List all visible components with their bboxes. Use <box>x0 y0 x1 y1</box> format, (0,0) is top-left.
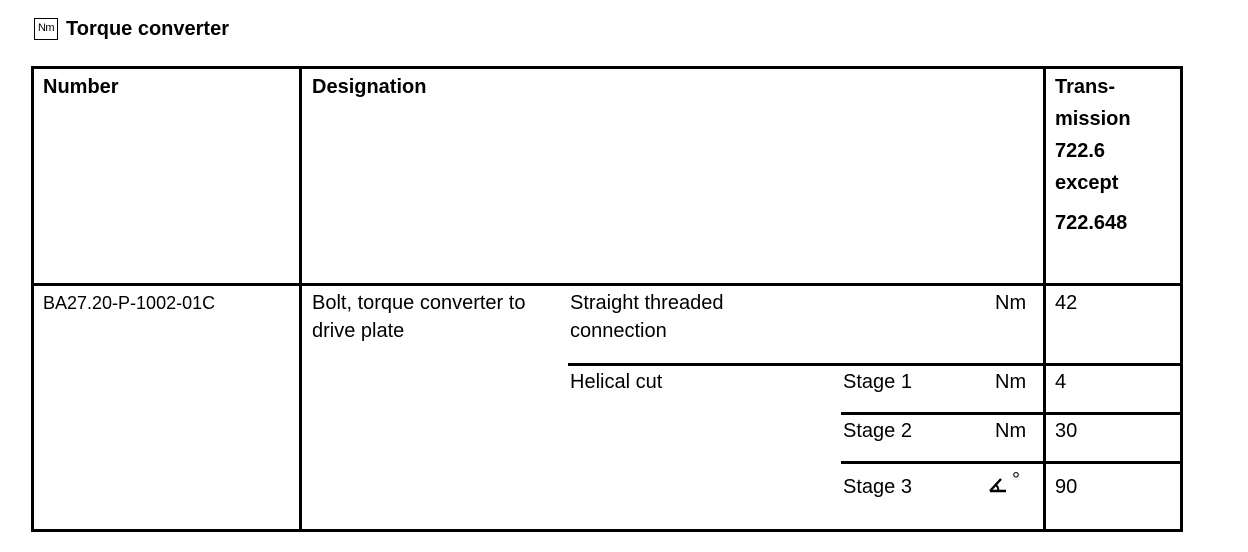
part-number: BA27.20-P-1002-01C <box>43 293 216 313</box>
item-unit: Nm <box>995 292 1027 314</box>
header-number: Number <box>43 76 119 98</box>
row-divider <box>568 363 1180 366</box>
item-value: 4 <box>1055 371 1067 393</box>
item-unit: Nm <box>995 420 1027 442</box>
page-title: Torque converter <box>66 17 229 40</box>
header-transmission-line: mission <box>1055 108 1131 130</box>
item-stage: Stage 1 <box>843 371 912 393</box>
header-divider <box>34 283 1180 286</box>
item-stage: Stage 2 <box>843 420 912 442</box>
header-transmission: Trans- mission 722.6 except 722.648 <box>1055 71 1175 239</box>
header-transmission-line: 722.648 <box>1055 212 1128 234</box>
column-divider <box>1043 69 1046 529</box>
item-value: 42 <box>1055 292 1078 314</box>
designation-text: Bolt, torque converter to drive plate <box>312 292 526 342</box>
item-stage: Stage 3 <box>843 476 912 498</box>
torque-table: Number Designation Trans- mission 722.6 … <box>31 66 1183 532</box>
angle-icon <box>989 478 1006 493</box>
item-unit: Nm <box>995 371 1027 393</box>
row-divider <box>841 412 1180 415</box>
degree-symbol: ° <box>1012 469 1020 491</box>
header-designation: Designation <box>312 76 427 98</box>
item-type: Straight threaded connection <box>570 292 724 342</box>
header-transmission-line: 722.6 <box>1055 140 1106 162</box>
item-value: 90 <box>1055 476 1078 498</box>
section-title: Nm Torque converter <box>34 14 229 44</box>
torque-nm-icon: Nm <box>34 18 58 40</box>
row-divider <box>841 461 1180 464</box>
item-value: 30 <box>1055 420 1078 442</box>
item-type: Helical cut <box>570 371 663 393</box>
item-unit: ° <box>986 469 1020 495</box>
header-transmission-line: Trans- <box>1055 76 1116 98</box>
header-transmission-line: except <box>1055 172 1119 194</box>
column-divider <box>299 69 302 529</box>
